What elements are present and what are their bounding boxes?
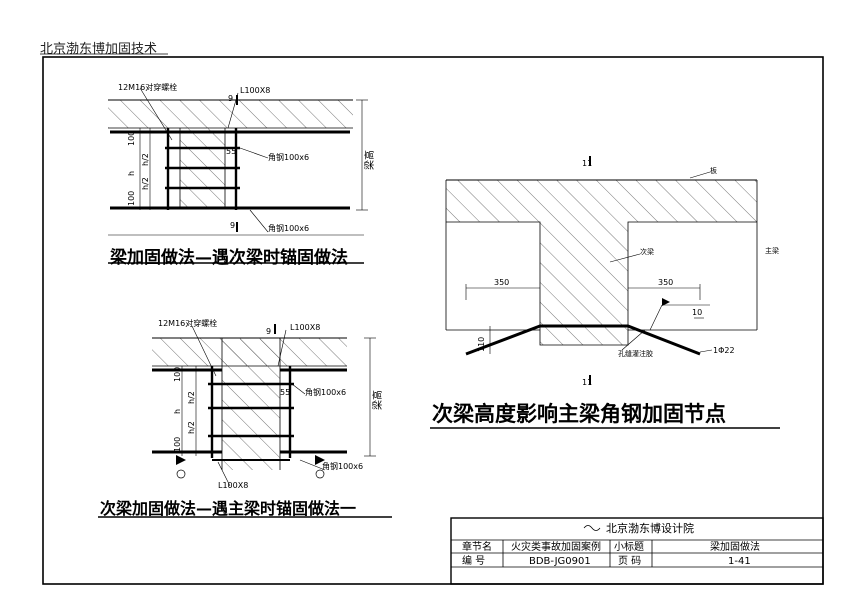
label-angle-steel-bot: 角钢100x6 [268,223,309,233]
institute-logo [583,525,601,531]
page-label: 页 码 [618,556,642,567]
detail-1-caption: 梁加固做法—遇次梁时锚固做法 [110,248,348,268]
number-label: 编 号 [462,556,486,567]
number-value: BDB-JG0901 [529,556,591,567]
label-dim-100-bot: 100 [173,437,182,452]
angle-bot-left-leader [217,461,231,487]
label-dim-100-bot: 100 [127,191,136,206]
company-header: 北京渤东博加固技术 [40,42,158,57]
label-angle-bot: L100X8 [218,481,248,490]
detail-2-caption: 次梁加固做法—遇主梁时锚固做法一 [100,499,357,518]
label-angle-steel-bot: 角钢100x6 [322,461,363,471]
label-dim-h: h [127,171,136,176]
bolt-leader [191,325,217,377]
label-dim-55: 55 [226,147,236,156]
label-bolt: 12M16对穿螺栓 [158,318,217,328]
weld-symbol-left [176,469,186,479]
label-nine-top: 9 [228,94,233,103]
weld-flag-right [315,455,325,465]
institute-name: 北京渤东博设计院 [606,522,694,535]
secondary-beam-leader [609,253,641,263]
label-eleven-bottom: 11 [582,378,592,387]
flag-pole [649,304,663,331]
label-dim-10: 10 [692,308,702,317]
label-beam-height: 梁高 [363,150,376,170]
label-weld-note: 孔缝灌注胶 [618,349,653,358]
main-beam-hatch [446,180,757,345]
label-dim-100-top: 100 [127,131,136,146]
detail-3-caption: 次梁高度影响主梁角钢加固节点 [432,402,726,426]
angle-leader [277,329,287,367]
title-block-frame [450,517,824,585]
label-dim-h2-a: h/2 [187,391,196,404]
section-mark [589,375,591,385]
section-mark [236,95,238,105]
label-dim-110: 110 [477,337,486,352]
page-value: 1-41 [728,556,751,567]
label-dim-h: h [173,409,182,414]
chapter-label: 章节名 [462,542,492,553]
label-angle-steel-mid: 角钢100x6 [305,387,346,397]
detail-3-drawing: 11 11 板 主梁 次梁 350 350 10 110 1Φ22 孔缝灌注胶 [430,156,780,429]
slab-leader [689,171,711,179]
section-mark [589,156,591,166]
label-bolt: 12M16对穿螺栓 [118,82,177,92]
label-angle-steel-mid: 角钢100x6 [268,152,309,162]
label-beam-height: 梁高 [371,390,384,410]
weld-note-leader [621,329,646,351]
beam-outline [446,221,757,346]
label-dim-100-top: 100 [173,367,182,382]
angle-mid-leader [239,147,269,159]
section-mark [236,222,238,232]
label-dim-h2-a: h/2 [141,153,150,166]
slab-hatch [108,100,353,128]
label-angle-top: L100X8 [240,86,270,95]
label-nine: 9 [266,327,271,336]
angle-bot-leader [249,209,269,233]
title-block [450,517,824,585]
label-dim-h2-b: h/2 [187,421,196,434]
rebar-leader [699,349,713,353]
angle-bot-leader [299,459,326,471]
weld-flag [662,298,670,306]
label-nine-bottom: 9 [230,221,235,230]
weld-flag-left [176,455,186,465]
main-beam-hatch [222,338,280,470]
detail-2-drawing: 12M16对穿螺栓 L100X8 9 角钢100x6 角钢100x6 L100X… [98,318,392,518]
subtitle-value: 梁加固做法 [710,542,760,553]
section-mark [274,324,276,334]
label-main-beam: 主梁 [765,246,779,255]
label-dim-55: 55 [280,388,290,397]
label-dim-350-right: 350 [658,278,673,287]
label-rebar: 1Φ22 [713,346,735,355]
label-eleven-top: 11 [582,159,592,168]
bent-angle-steel [465,324,701,356]
label-dim-350-left: 350 [494,278,509,287]
subtitle-label: 小标题 [614,542,644,553]
chapter-value: 火灾类事故加固案例 [511,542,601,553]
sheet-border [42,56,824,585]
bolt-leader [139,87,173,141]
label-dim-h2-b: h/2 [141,177,150,190]
detail-1-drawing: 12M16对穿螺栓 L100X8 9 9 角钢100x6 角钢100x6 55 … [108,82,376,264]
angle-mid-leader [291,383,306,395]
weld-symbol-right [315,469,325,479]
label-angle-top: L100X8 [290,323,320,332]
label-secondary-beam: 次梁 [640,247,654,256]
label-slab: 板 [710,166,717,175]
